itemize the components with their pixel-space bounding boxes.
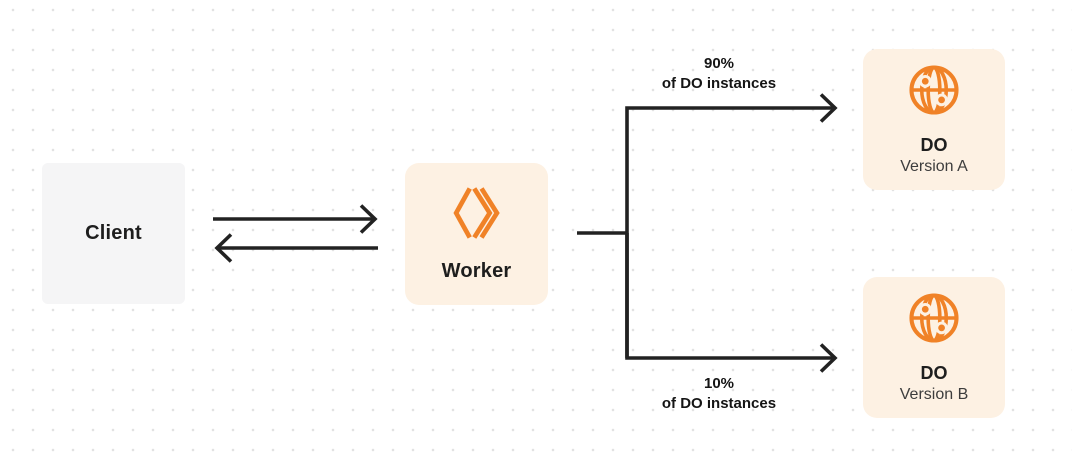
traffic-split-90-caption: of DO instances bbox=[661, 75, 777, 92]
do-version-a-title: DO bbox=[920, 135, 948, 155]
traffic-split-10-percent: 10% bbox=[703, 375, 735, 392]
traffic-split-90-percent: 90% bbox=[703, 55, 735, 72]
globe-node-dot bbox=[921, 77, 929, 85]
globe-icon bbox=[909, 65, 959, 115]
do-version-b-node: DO Version B bbox=[863, 277, 1005, 418]
globe-node-dot bbox=[938, 96, 945, 104]
traffic-split-label-10: 10% of DO instances bbox=[599, 374, 839, 414]
worker-label: Worker bbox=[441, 260, 512, 282]
globe-icon bbox=[909, 293, 959, 343]
globe-node-dot bbox=[921, 305, 929, 313]
connector-group bbox=[213, 93, 838, 373]
globe-outer-meridian bbox=[919, 65, 949, 115]
workers-icon-right-chevron bbox=[479, 187, 500, 239]
arrowhead-to-version-b bbox=[819, 343, 838, 373]
do-version-b-title: DO bbox=[920, 363, 948, 383]
globe-node-dot bbox=[938, 324, 945, 332]
worker-node: Worker bbox=[405, 163, 548, 305]
do-version-a-node: DO Version A bbox=[863, 49, 1005, 190]
branch-to-version-a-line bbox=[625, 106, 835, 358]
traffic-split-label-90: 90% of DO instances bbox=[599, 54, 839, 94]
workers-icon-mid-chevron bbox=[471, 187, 492, 239]
worker-to-client-arrowhead bbox=[214, 233, 233, 263]
client-label: Client bbox=[85, 222, 142, 244]
arrowhead-to-version-a bbox=[819, 93, 838, 123]
client-to-worker-arrowhead bbox=[359, 204, 378, 234]
workers-icon bbox=[452, 187, 500, 239]
globe-outer-meridian bbox=[919, 293, 949, 343]
branch-to-version-b-line bbox=[625, 233, 835, 360]
do-version-b-subtitle: Version B bbox=[899, 386, 969, 403]
do-version-a-subtitle: Version A bbox=[900, 158, 968, 175]
workers-icon-left-chevron bbox=[452, 187, 472, 239]
client-node: Client bbox=[42, 163, 185, 304]
traffic-split-10-caption: of DO instances bbox=[661, 395, 777, 412]
